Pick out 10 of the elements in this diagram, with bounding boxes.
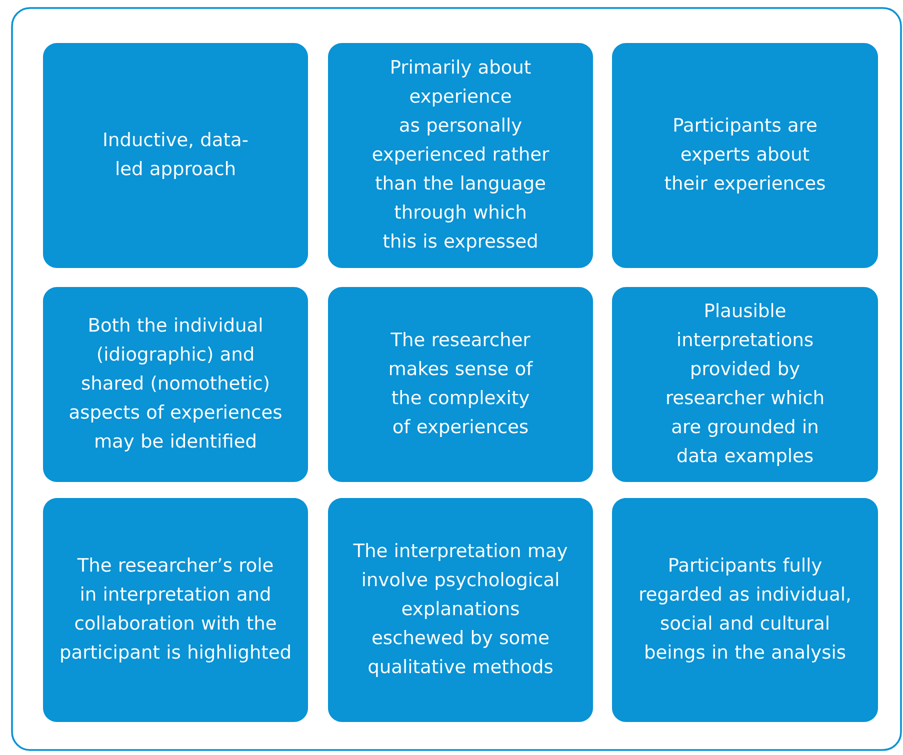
text-box: Participants fully regarded as individual, social and cultural beings in the analysis [612,498,878,722]
text-box: Inductive, data-led approach [43,43,308,268]
text-box: The researcher makes sense of the complexity of experiences [328,287,593,482]
text-box: Both the individual (idiographic) and shared (nomothetic) aspects of experiences may be identified [43,287,308,482]
text-box: Participants are experts about their experiences [612,43,878,268]
frame [11,7,902,751]
text-box: Plausible interpretations provided by researcher which are grounded in data examples [612,287,878,482]
text-box: The interpretation may involve psychological explanations eschewed by some qualitative methods [328,498,593,722]
text-box: The researcher’s role in interpretation and collaboration with the participant is highlighted [43,498,308,722]
text-box: Primarily about experience as personally experienced rather than the language through which this is expressed [328,43,593,268]
